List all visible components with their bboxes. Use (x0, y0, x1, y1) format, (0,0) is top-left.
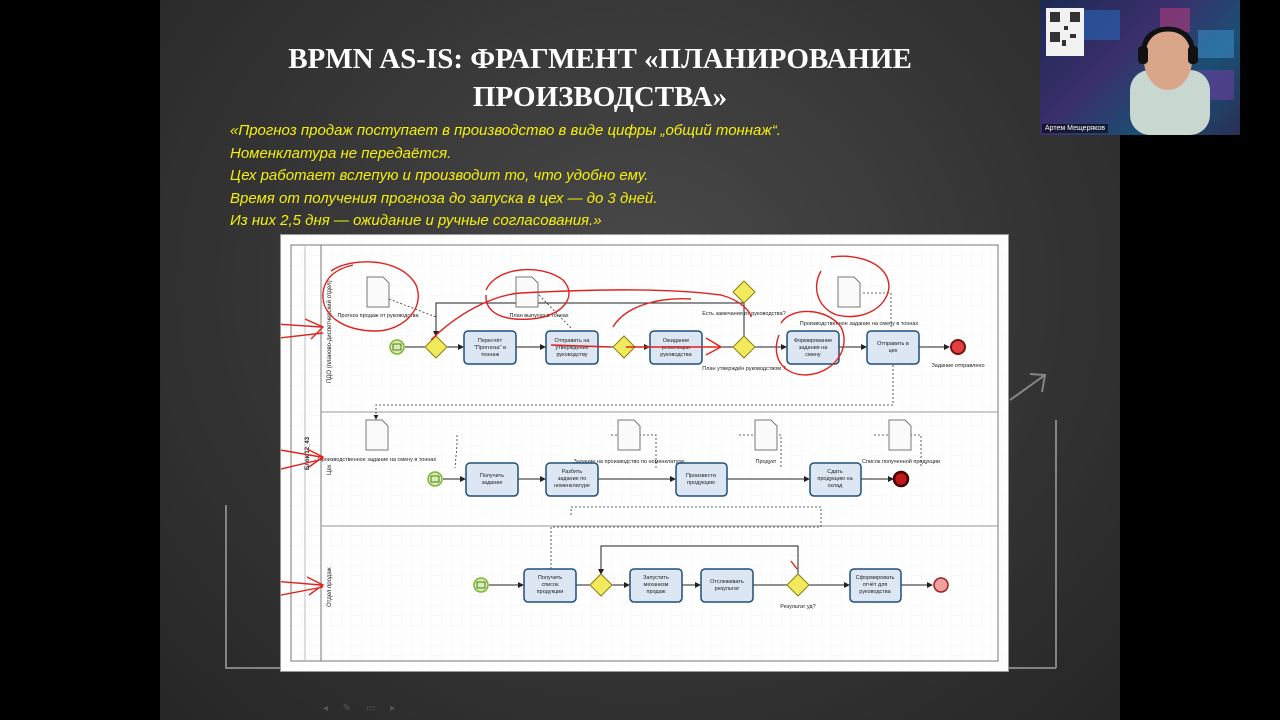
pool-frame (290, 244, 999, 662)
red-annotations (281, 255, 890, 596)
webcam-video (1046, 8, 1234, 135)
message-icon (476, 581, 486, 589)
start-event (427, 471, 443, 487)
doc-label: Продукт (756, 459, 777, 465)
slide-title-line2: ПРОИЗВОДСТВА» (472, 81, 728, 113)
bpmn-task (465, 462, 519, 497)
pool-label: Блок 12_43 (305, 436, 311, 470)
quote-line: «Прогноз продаж поступает в производство… (230, 122, 781, 139)
presentation-slide: BPMN AS-IS: ФРАГМЕНТ «ПЛАНИРОВАНИЕ ПРОИЗ… (160, 0, 1120, 720)
qr-code-icon (1046, 8, 1084, 56)
webcam-overlay: Артем Мещеряков (1040, 0, 1240, 135)
message-icon (430, 475, 440, 483)
doc-label: Список полученной продукции (862, 458, 940, 465)
gateway (732, 280, 756, 304)
end-event (933, 577, 949, 593)
quote-line: Из них 2,5 дня — ожидание и ручные согла… (230, 212, 602, 229)
bpmn-task (809, 462, 862, 497)
end-event (892, 470, 910, 488)
data-object (617, 419, 641, 451)
data-associations (373, 292, 922, 574)
data-object (837, 276, 861, 308)
bpmn-task (545, 330, 599, 365)
start-event (389, 339, 405, 355)
data-object (365, 419, 389, 451)
participant-name: Артем Мещеряков (1042, 124, 1108, 133)
doc-label: План выпуска в тоннах (509, 313, 568, 319)
doc-label: Производственное задание на смену в тонн… (800, 321, 919, 327)
gateway-label: Есть замечания от руководства? (702, 311, 786, 317)
lane-label-pdo: ПДО (планово-диспетчерский отдел) (326, 280, 333, 383)
gateway (612, 335, 636, 359)
data-object (754, 419, 778, 451)
bpmn-task (463, 330, 517, 365)
slide-title-line1: BPMN AS-IS: ФРАГМЕНТ «ПЛАНИРОВАНИЕ (288, 43, 912, 75)
gateway (732, 335, 756, 359)
quote-line: Время от получения прогноза до запуска в… (230, 189, 658, 207)
lane-label-workshop: Цех (327, 464, 333, 475)
end-event (950, 339, 966, 355)
bpmn-task (866, 330, 920, 365)
bpmn-task (786, 330, 840, 365)
quote-line: Номенклатура не передаётся. (230, 144, 452, 162)
doc-label: Прогноз продаж от руководства (337, 313, 419, 319)
gateway-label: План утверждён руководством ? (702, 366, 785, 372)
quote-line: Цех работает вслепую и производит то, чт… (230, 167, 649, 184)
slide-title: BPMN AS-IS: ФРАГМЕНТ «ПЛАНИРОВАНИЕ ПРОИЗ… (220, 40, 980, 116)
data-object (366, 276, 390, 308)
message-icon (392, 343, 402, 351)
gateway (786, 573, 810, 597)
start-event (473, 577, 489, 593)
gateway (589, 573, 613, 597)
data-object (515, 276, 539, 308)
slide-controls[interactable]: ◂ ✎ ▭ ▸ (323, 703, 402, 714)
lane-label-sales: Отдел продаж (327, 567, 333, 607)
bpmn-canvas: Блок 12_43 ПДО (планово-диспетчерский от… (281, 235, 1008, 671)
doc-label: Задание на производство по номенклатуре (574, 459, 685, 465)
bpmn-task (629, 568, 683, 603)
end-event-label: Задание отправлено (931, 363, 984, 369)
gateway-label: Результат уд? (780, 604, 815, 610)
doc-label: Производственное задание на смену в тонн… (318, 457, 437, 463)
slide-quote: «Прогноз продаж поступает в производство… (230, 120, 930, 233)
bpmn-diagram: Блок 12_43 ПДО (планово-диспетчерский от… (280, 234, 1009, 672)
bpmn-task (523, 568, 577, 603)
data-object (888, 419, 912, 451)
bpmn-task (849, 568, 902, 603)
gateway (424, 335, 448, 359)
sequence-flows (405, 302, 950, 588)
bpmn-task (700, 568, 754, 603)
bpmn-task (545, 462, 599, 497)
bpmn-task (675, 462, 728, 497)
